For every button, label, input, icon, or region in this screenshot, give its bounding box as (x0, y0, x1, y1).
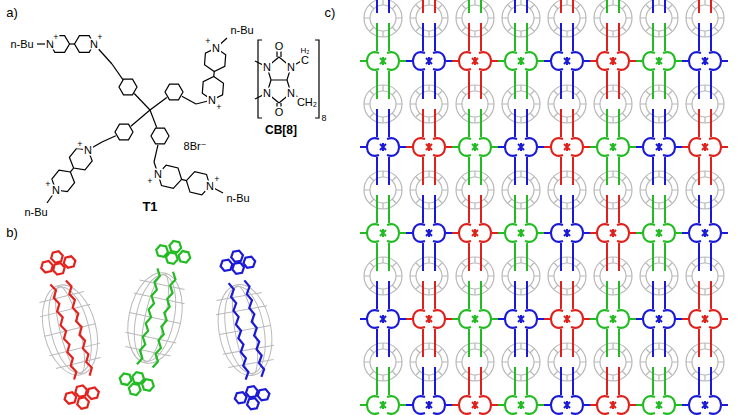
charge-sign: + (96, 33, 103, 42)
charge-sign: + (44, 180, 51, 189)
atom-label: N (51, 185, 61, 196)
atom-label: O (274, 41, 285, 52)
atom-label: N (262, 88, 272, 99)
atom-label: C (300, 55, 310, 66)
charge-sign: + (52, 33, 59, 42)
butyl-group: n-Bu (225, 193, 250, 204)
capsule-models (26, 235, 285, 413)
atom-label: CH₂ (296, 97, 318, 108)
panel-letter: a) (5, 6, 19, 19)
atom-label: N (83, 145, 93, 156)
compound-label: CB[8] (264, 124, 298, 136)
atom-label: N (153, 169, 163, 180)
crystal-packing (360, 0, 728, 415)
butyl-group: n-Bu (9, 39, 34, 50)
charge-sign: + (146, 177, 153, 186)
counter-ion: 8Br⁻ (183, 141, 208, 152)
butyl-group: n-Bu (229, 25, 254, 36)
repeat-count: 8 (320, 114, 327, 123)
compound-label: T1 (141, 200, 158, 213)
atom-label: N (286, 62, 296, 73)
atom-label: N (262, 62, 272, 73)
charge-sign: + (213, 175, 220, 184)
charge-sign: + (215, 103, 222, 112)
atom-label: N (211, 43, 221, 54)
atom-label: N (286, 88, 296, 99)
butyl-group: n-Bu (23, 207, 48, 218)
charge-sign: + (76, 140, 83, 149)
panel-letter: c) (324, 6, 337, 19)
structure-drawing (37, 36, 319, 203)
charge-sign: + (204, 37, 211, 46)
panel-letter: b) (5, 226, 19, 239)
atom-label: O (274, 107, 285, 118)
